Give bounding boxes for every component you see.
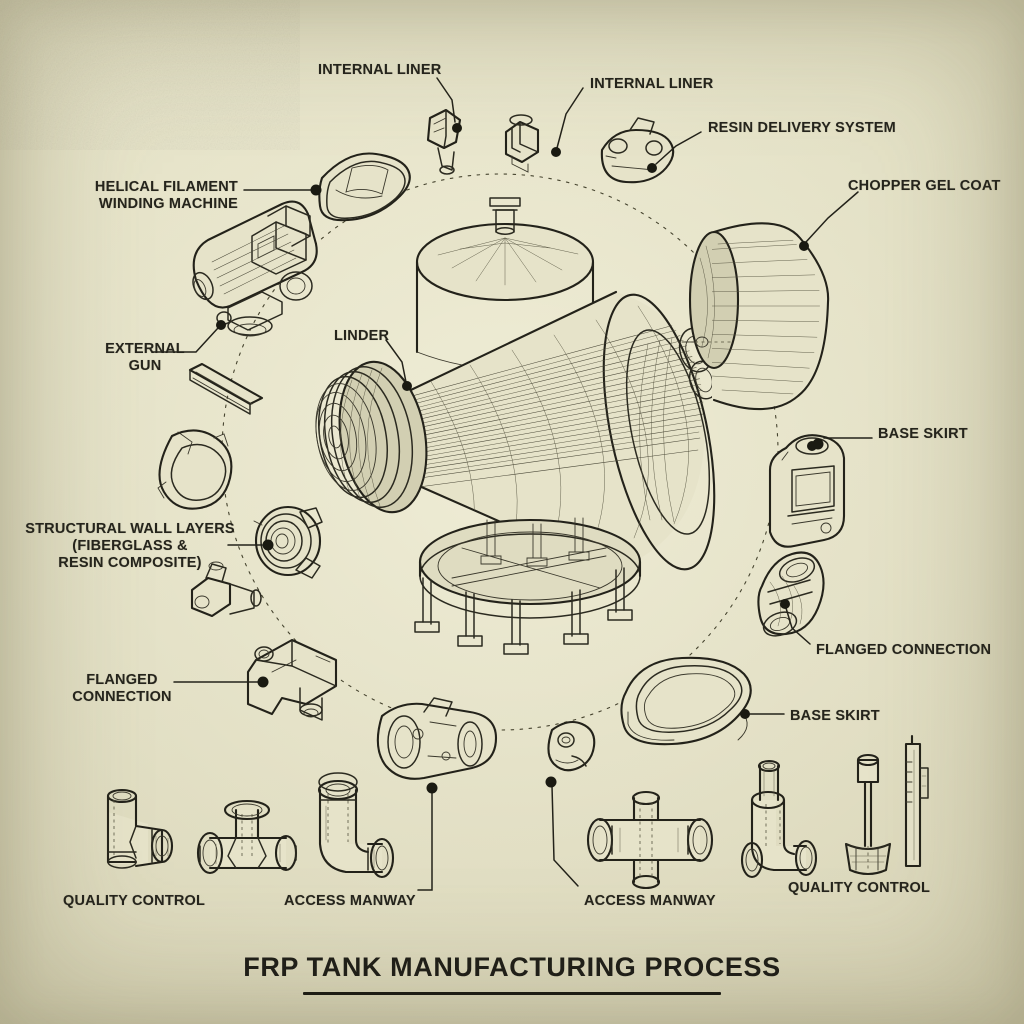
part-manway-cross-right bbox=[586, 790, 714, 890]
part-base-skirt-module bbox=[768, 434, 846, 548]
callout-internal-liner-right: INTERNAL LINER bbox=[590, 76, 714, 92]
part-clamp-ring bbox=[157, 429, 233, 510]
part-qc-elbow-right bbox=[740, 759, 818, 879]
part-flanged-elbow-assembly bbox=[246, 638, 338, 721]
callout-helical-filament-winding-machine: HELICAL FILAMENT WINDING MACHINE bbox=[94, 179, 238, 212]
part-manway-elbow-left bbox=[317, 772, 395, 879]
part-qc-gauge bbox=[904, 734, 929, 868]
part-spindle-nozzle bbox=[504, 114, 540, 173]
part-nozzle-upper-left bbox=[426, 108, 462, 175]
tank-cylinder bbox=[315, 290, 720, 573]
callout-resin-delivery-system: RESIN DELIVERY SYSTEM bbox=[708, 120, 896, 136]
part-tank-head-dome bbox=[681, 221, 830, 411]
callout-chopper-gel-coat: CHOPPER GEL COAT bbox=[848, 178, 1001, 194]
callout-internal-liner-left: INTERNAL LINER bbox=[318, 62, 442, 78]
tank-near-end-layers bbox=[315, 360, 428, 514]
callout-flanged-connection-right: FLANGED CONNECTION bbox=[816, 642, 992, 658]
callout-linder: LINDER bbox=[334, 328, 390, 344]
part-small-valve bbox=[190, 561, 262, 618]
part-qc-tee-left bbox=[106, 788, 174, 869]
callout-structural-wall-layers: STRUCTURAL WALL LAYERS (FIBERGLASS & RES… bbox=[25, 521, 235, 571]
callout-base-skirt-right-bottom: BASE SKIRT bbox=[790, 708, 880, 724]
page-title: FRP TANK MANUFACTURING PROCESS bbox=[243, 952, 781, 982]
part-winding-machine-body bbox=[192, 200, 318, 337]
part-manway-tee-left bbox=[196, 799, 298, 875]
part-guide-rail bbox=[188, 362, 264, 415]
callout-quality-control-left: QUALITY CONTROL bbox=[63, 893, 206, 909]
part-tank-shell bbox=[315, 197, 720, 655]
tank-top-head bbox=[415, 197, 595, 370]
part-wall-layer-disc bbox=[253, 505, 323, 579]
part-saddle-clip bbox=[547, 720, 596, 772]
callout-access-manway-right: ACCESS MANWAY bbox=[584, 893, 716, 909]
part-flanged-spool bbox=[757, 551, 825, 637]
part-manway-body bbox=[376, 697, 498, 780]
callout-base-skirt-right-top: BASE SKIRT bbox=[878, 426, 968, 442]
part-resin-block bbox=[600, 117, 675, 184]
tank-far-bore bbox=[625, 329, 711, 535]
callout-quality-control-right: QUALITY CONTROL bbox=[788, 880, 931, 896]
title-underline bbox=[303, 992, 721, 995]
part-qc-mixer bbox=[844, 753, 892, 876]
leader-lines bbox=[151, 77, 873, 891]
callout-external-gun: EXTERNAL GUN bbox=[105, 341, 185, 374]
callout-flanged-connection-left: FLANGED CONNECTION bbox=[72, 672, 172, 705]
tank-base-skirt bbox=[414, 517, 642, 655]
part-base-skirt-ring bbox=[620, 656, 752, 746]
callout-access-manway-left: ACCESS MANWAY bbox=[284, 893, 416, 909]
part-filament-winding-head bbox=[318, 152, 411, 222]
